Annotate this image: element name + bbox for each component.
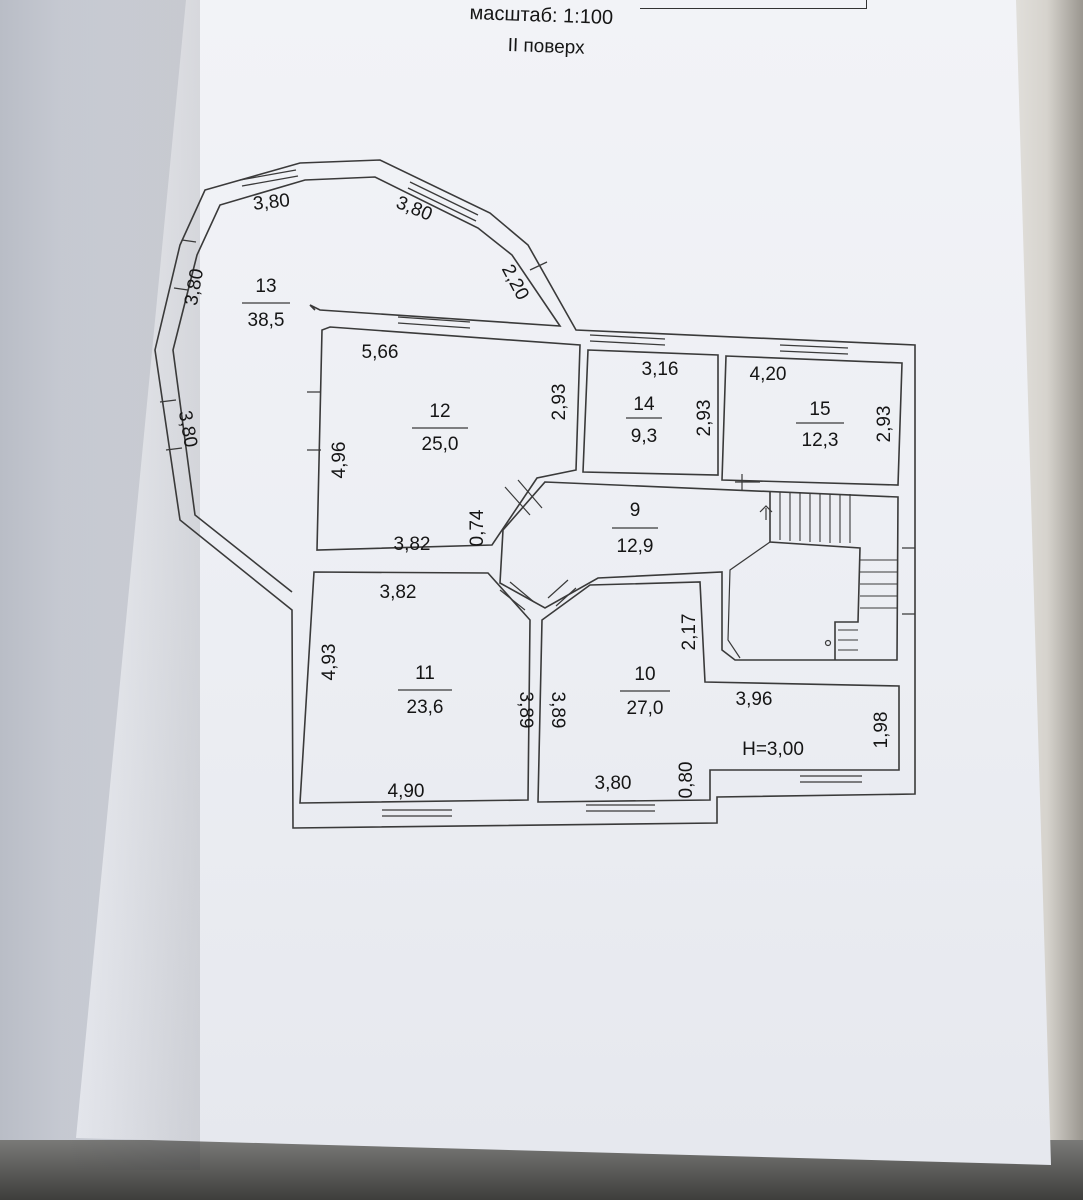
window-10	[586, 804, 655, 812]
room-number: 9	[630, 500, 641, 521]
dimension-label: 2,20	[497, 261, 533, 304]
room-number: 13	[255, 276, 276, 297]
plan-walls	[154, 159, 916, 829]
dimension-label: 2,93	[549, 384, 570, 421]
room-number: 14	[633, 394, 655, 415]
room-number: 15	[809, 399, 830, 420]
room10-wall	[537, 581, 900, 803]
dimension-label: 3,80	[252, 190, 291, 215]
window-13e	[159, 399, 183, 451]
door-11	[499, 581, 535, 611]
stair-treads	[779, 492, 898, 651]
window-13a	[239, 169, 299, 187]
dimension-label: 5,66	[362, 342, 399, 363]
dimension-label: 3,16	[642, 359, 679, 380]
window-13d	[173, 239, 197, 291]
dimension-label: 3,80	[174, 409, 201, 449]
title-frame	[640, 0, 867, 9]
dimension-label: 4,90	[388, 781, 425, 802]
room14-wall	[582, 349, 719, 476]
dimension-label: 1,98	[871, 712, 892, 749]
room-area: 12,3	[802, 430, 839, 451]
stair-arrow-icon	[759, 505, 773, 520]
door-marks	[499, 474, 760, 611]
stair-start-icon	[824, 639, 832, 647]
room-area: 25,0	[422, 434, 459, 455]
window-15	[779, 344, 849, 355]
area-fraction-lines	[242, 302, 844, 692]
dimension-label: 2,93	[694, 400, 715, 437]
room-area: 38,5	[248, 310, 285, 331]
room-area: 23,6	[407, 697, 444, 718]
ceiling-height-label: H=3,00	[742, 739, 804, 760]
room-area: 9,3	[631, 426, 657, 447]
room11-wall	[299, 571, 531, 804]
window-10-right	[800, 775, 862, 783]
arrows	[759, 505, 832, 647]
room15-wall	[721, 355, 903, 486]
window-stair	[902, 547, 915, 615]
door-stair	[735, 474, 760, 490]
dimension-label: 2,93	[874, 406, 895, 443]
dimension-label: 3,89	[547, 692, 568, 729]
sheet-shadow	[60, 0, 200, 1170]
room9-wall	[499, 481, 899, 661]
stair-outline	[769, 492, 861, 660]
room-number: 10	[634, 664, 655, 685]
window-11	[382, 809, 452, 817]
dimension-label: 3,82	[394, 534, 431, 555]
windows	[159, 169, 915, 817]
room-area: 12,9	[617, 536, 654, 557]
window-12	[397, 316, 471, 329]
door-12	[504, 479, 543, 516]
dimension-label: 3,96	[736, 689, 773, 710]
dimension-label: 3,80	[393, 192, 435, 225]
room13-inner-wall	[172, 176, 562, 593]
dimension-label: 4,20	[750, 364, 787, 385]
room-number: 12	[429, 401, 450, 422]
room-area: 27,0	[627, 698, 664, 719]
dimension-label: 4,96	[329, 442, 350, 479]
dimension-label: 3,80	[181, 267, 208, 307]
dimension-label: 3,89	[515, 692, 536, 729]
door-10	[547, 579, 577, 607]
dimension-label: 0,74	[467, 509, 488, 546]
window-13c	[529, 261, 548, 271]
dimension-label: 4,93	[319, 644, 340, 681]
document-sheet	[76, 0, 1051, 1165]
window-14	[589, 334, 666, 346]
outer-wall	[154, 159, 916, 829]
dimension-label: 2,17	[679, 614, 700, 651]
stair-curve	[727, 541, 771, 659]
window-13b	[407, 181, 479, 222]
dimension-label: 3,80	[595, 773, 632, 794]
room-number: 11	[415, 663, 435, 684]
dimension-label: 3,82	[380, 582, 417, 603]
dimension-label: 0,80	[676, 762, 697, 799]
window-12-left	[307, 391, 321, 451]
room12-wall	[316, 326, 581, 551]
